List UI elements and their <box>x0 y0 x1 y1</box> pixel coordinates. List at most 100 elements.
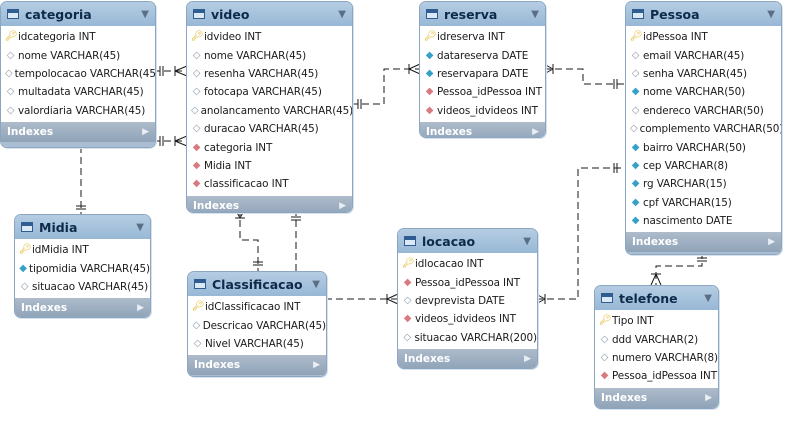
column-row[interactable]: ◇duracao VARCHAR(45) <box>192 123 319 136</box>
table-reserva[interactable]: reserva ▼ 🔑︎idreserva INT ◆datareserva D… <box>419 1 546 138</box>
column-row[interactable]: ◆categoria INT <box>192 141 273 154</box>
table-classificacao[interactable]: Classificacao ▼ 🔑︎idClassificacao INT ◇D… <box>187 271 327 377</box>
table-header[interactable]: telefone ▼ <box>595 286 718 310</box>
indexes-bar[interactable]: Indexes ▶ <box>420 121 545 137</box>
column-row[interactable]: ◆nascimento DATE <box>631 215 733 228</box>
table-locacao[interactable]: locacao ▼ 🔑︎idlocacao INT ◆Pessoa_idPess… <box>397 228 538 369</box>
column-row[interactable]: ◆cep VARCHAR(8) <box>631 159 728 172</box>
collapse-triangle-icon[interactable]: ▼ <box>338 8 346 20</box>
collapse-triangle-icon[interactable]: ▼ <box>312 278 320 290</box>
expand-arrow-icon[interactable]: ▶ <box>142 126 149 137</box>
column-row[interactable]: ◆Pessoa_idPessoa INT <box>403 276 520 289</box>
column-row[interactable]: ◆reservapara DATE <box>425 67 529 80</box>
collapse-triangle-icon[interactable]: ▼ <box>531 8 539 20</box>
column-row[interactable]: ◆rg VARCHAR(15) <box>631 178 727 191</box>
table-header[interactable]: Classificacao ▼ <box>188 272 326 296</box>
expand-arrow-icon[interactable]: ▶ <box>313 360 320 371</box>
not-null-diamond-icon: ◆ <box>631 141 640 153</box>
column-row[interactable]: ◇nome VARCHAR(45) <box>6 49 121 62</box>
indexes-label: Indexes <box>632 236 679 249</box>
column-row[interactable]: ◇endereco VARCHAR(50) <box>631 104 764 117</box>
column-row[interactable]: ◇senha VARCHAR(45) <box>631 67 747 80</box>
column-row[interactable]: ◇devprevista DATE <box>403 294 505 307</box>
collapse-triangle-icon[interactable]: ▼ <box>523 235 531 247</box>
column-row[interactable]: ◆bairro VARCHAR(50) <box>631 141 746 154</box>
indexes-label: Indexes <box>601 391 648 404</box>
column-row[interactable]: 🔑︎idreserva INT <box>424 31 505 44</box>
table-categoria[interactable]: categoria ▼ 🔑︎idcategoria INT ◇nome VARC… <box>0 1 156 148</box>
table-pessoa[interactable]: Pessoa ▼ 🔑︎idPessoa INT ◇email VARCHAR(4… <box>625 1 782 255</box>
column-row[interactable]: ◆cpf VARCHAR(15) <box>631 196 732 209</box>
column-row[interactable]: 🔑︎idClassificacao INT <box>192 301 301 314</box>
table-midia[interactable]: Midia ▼ 🔑︎idMidia INT ◆tipomidia VARCHAR… <box>14 214 151 318</box>
column-row[interactable]: ◆classificacao INT <box>192 178 289 191</box>
table-header[interactable]: Midia ▼ <box>15 215 150 239</box>
column-row[interactable]: ◇valordiaria VARCHAR(45) <box>6 104 146 117</box>
column-diamond-icon: ◇ <box>631 67 640 79</box>
column-row[interactable]: ◇situacao VARCHAR(200) <box>403 331 537 344</box>
indexes-label: Indexes <box>194 359 241 372</box>
expand-arrow-icon[interactable]: ▶ <box>339 200 346 211</box>
table-icon <box>21 222 33 232</box>
column-row[interactable]: 🔑︎Tipo INT <box>599 315 654 328</box>
column-row[interactable]: ◇anolancamento VARCHAR(45) <box>191 104 353 117</box>
column-row[interactable]: 🔑︎idcategoria INT <box>5 31 96 44</box>
column-row[interactable]: 🔑︎idPessoa INT <box>630 31 708 44</box>
expand-arrow-icon[interactable]: ▶ <box>768 237 775 248</box>
table-header[interactable]: Pessoa ▼ <box>626 2 781 26</box>
column-diamond-icon: ◇ <box>192 67 201 79</box>
indexes-bar[interactable]: Indexes ▶ <box>187 195 352 212</box>
column-row[interactable]: ◆Pessoa_idPessoa INT <box>600 370 717 383</box>
table-header[interactable]: video ▼ <box>187 2 352 26</box>
column-row[interactable]: ◆datareserva DATE <box>425 49 529 62</box>
indexes-bar[interactable]: Indexes ▶ <box>188 355 326 376</box>
indexes-bar[interactable]: Indexes ▶ <box>398 348 537 368</box>
collapse-triangle-icon[interactable]: ▼ <box>767 8 775 20</box>
column-diamond-icon: ◇ <box>403 331 412 343</box>
not-null-diamond-icon: ◆ <box>425 49 434 61</box>
table-telefone[interactable]: telefone ▼ 🔑︎Tipo INT ◇ddd VARCHAR(2) ◇n… <box>594 285 719 409</box>
column-row[interactable]: 🔑︎idlocacao INT <box>402 258 484 271</box>
column-row[interactable]: ◇Descricao VARCHAR(45) <box>192 319 326 332</box>
column-row[interactable]: ◆videos_idvideos INT <box>403 313 516 326</box>
column-row[interactable]: ◆nome VARCHAR(50) <box>631 86 746 99</box>
indexes-bar[interactable]: Indexes ▶ <box>595 387 718 408</box>
column-row[interactable]: ◆Midia INT <box>192 159 252 172</box>
column-row[interactable]: ◇fotocapa VARCHAR(45) <box>192 86 322 99</box>
column-row[interactable]: ◇situacao VARCHAR(45) <box>20 280 149 293</box>
collapse-triangle-icon[interactable]: ▼ <box>136 221 144 233</box>
foreign-key-diamond-icon: ◆ <box>403 276 412 288</box>
table-header[interactable]: categoria ▼ <box>1 2 155 26</box>
column-row[interactable]: ◆videos_idvideos INT <box>425 104 538 117</box>
column-row[interactable]: ◇ddd VARCHAR(2) <box>600 333 699 346</box>
indexes-bar[interactable]: Indexes ▶ <box>1 121 155 142</box>
column-row[interactable]: ◇nome VARCHAR(45) <box>192 49 307 62</box>
column-list: 🔑︎idClassificacao INT ◇Descricao VARCHAR… <box>188 296 326 355</box>
table-header[interactable]: locacao ▼ <box>398 229 537 253</box>
expand-arrow-icon[interactable]: ▶ <box>137 303 144 314</box>
collapse-triangle-icon[interactable]: ▼ <box>704 292 712 304</box>
table-header[interactable]: reserva ▼ <box>420 2 545 26</box>
column-row[interactable]: 🔑︎idvideo INT <box>191 31 262 44</box>
indexes-bar[interactable]: Indexes ▶ <box>626 232 781 253</box>
indexes-bar[interactable]: Indexes ▶ <box>15 298 150 317</box>
column-row[interactable]: ◇Nivel VARCHAR(45) <box>193 337 304 350</box>
column-row[interactable]: ◇numero VARCHAR(8) <box>600 351 718 364</box>
column-row[interactable]: ◆tipomidia VARCHAR(45) <box>19 262 150 275</box>
column-row[interactable]: ◇multadata VARCHAR(45) <box>6 86 144 99</box>
expand-arrow-icon[interactable]: ▶ <box>532 126 539 137</box>
collapse-triangle-icon[interactable]: ▼ <box>141 8 149 20</box>
column-row[interactable]: ◆Pessoa_idPessoa INT <box>425 86 542 99</box>
column-diamond-icon: ◇ <box>600 351 609 363</box>
column-row[interactable]: ◇resenha VARCHAR(45) <box>192 67 319 80</box>
foreign-key-diamond-icon: ◆ <box>403 313 412 325</box>
expand-arrow-icon[interactable]: ▶ <box>524 353 531 364</box>
column-diamond-icon: ◇ <box>403 294 412 306</box>
column-row[interactable]: ◇complemento VARCHAR(50) <box>630 123 782 136</box>
column-row[interactable]: 🔑︎idMidia INT <box>19 244 89 257</box>
expand-arrow-icon[interactable]: ▶ <box>705 392 712 403</box>
column-row[interactable]: ◇email VARCHAR(45) <box>631 49 745 62</box>
table-video[interactable]: video ▼ 🔑︎idvideo INT ◇nome VARCHAR(45) … <box>186 1 353 213</box>
column-row[interactable]: ◇tempolocacao VARCHAR(45) <box>5 67 156 80</box>
